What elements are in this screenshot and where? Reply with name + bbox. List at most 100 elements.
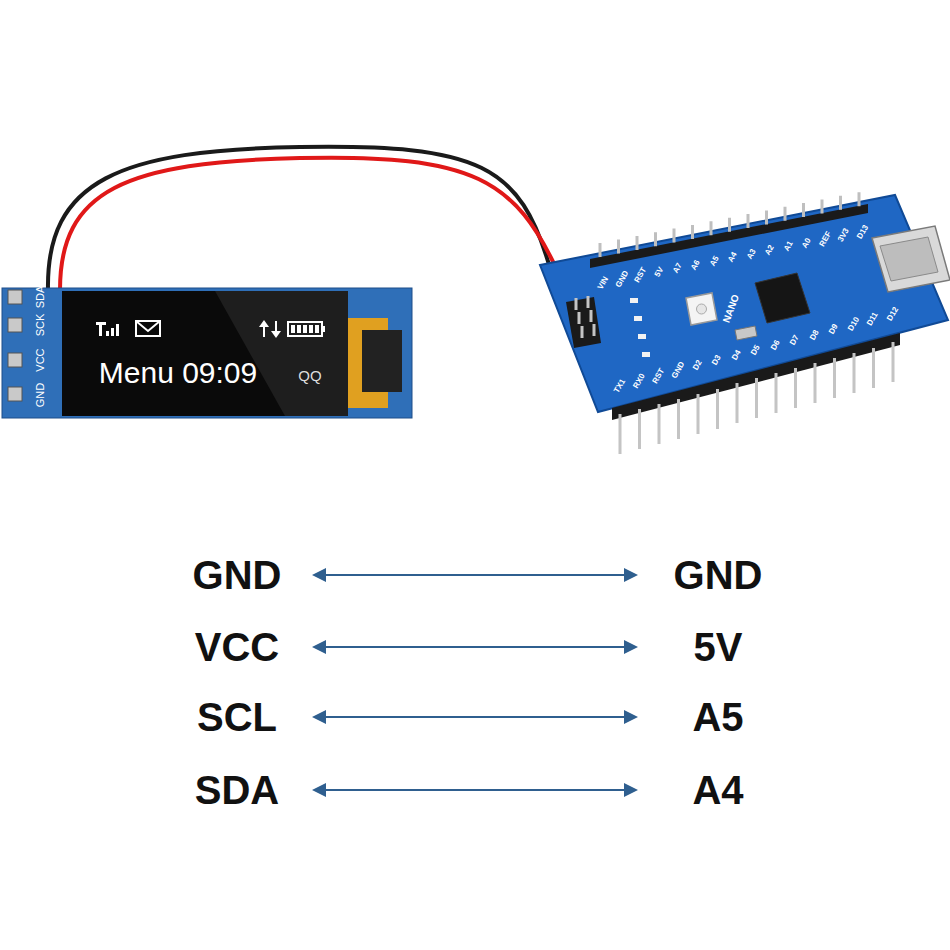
pin-label: D8 (809, 328, 822, 341)
pin-label: D3 (711, 354, 724, 367)
led (630, 298, 638, 303)
oled-pin-name: SDA (195, 768, 279, 812)
leds (630, 298, 650, 357)
envelope-icon (136, 321, 160, 331)
screen-icons (96, 320, 325, 338)
pin-label: GND (34, 383, 46, 407)
icsp-pins (576, 296, 594, 338)
arrowhead (312, 783, 326, 797)
microcontroller-chip (755, 273, 810, 323)
mini-usb (880, 237, 938, 281)
reset-button (697, 304, 707, 314)
nano-pin-name: A5 (692, 695, 743, 739)
pin-label: A0 (801, 236, 814, 249)
pin-label: A5 (709, 255, 722, 268)
oled-pin-name: GND (193, 553, 282, 597)
nano-pin-name: A4 (692, 768, 743, 812)
pin-label: D12 (886, 306, 901, 323)
battery-icon (303, 325, 307, 333)
arrowhead (624, 568, 638, 582)
battery-icon (291, 325, 295, 333)
arrowhead (312, 568, 326, 582)
icsp-header (566, 297, 601, 348)
header-pins (600, 192, 859, 257)
led (634, 316, 642, 321)
pin-label: 5V (653, 266, 666, 279)
pin-label: GND (614, 270, 631, 290)
signal-icon (116, 324, 119, 336)
pin-label: A1 (783, 240, 796, 253)
pin-label: D9 (828, 323, 841, 336)
pin-label: D5 (750, 344, 763, 357)
pin-label: D6 (770, 339, 783, 352)
crystal (735, 326, 757, 340)
header-pins (620, 342, 893, 454)
pin-label: RX0 (632, 372, 647, 390)
nano-pin-name: 5V (694, 625, 743, 669)
pin-label: SCK (34, 314, 46, 337)
pin-label: A6 (690, 258, 703, 271)
reset-button (686, 293, 717, 325)
oled-pcb (2, 288, 412, 418)
led (638, 334, 646, 339)
pin-label: D7 (789, 333, 802, 346)
up-arrow-icon (259, 320, 269, 327)
top-header (590, 204, 868, 268)
pin-label: REF (818, 230, 834, 248)
pin-label: D11 (866, 311, 881, 328)
pin (8, 290, 22, 304)
pin-label: D10 (847, 316, 862, 333)
double-arrow (324, 646, 626, 648)
oled-pin-name: VCC (195, 625, 279, 669)
battery-icon (315, 325, 319, 333)
double-arrow (324, 716, 626, 718)
battery-icon (309, 325, 313, 333)
oled-glass (62, 291, 348, 416)
pin-label: A2 (764, 244, 777, 257)
envelope-icon (136, 321, 160, 336)
screen-text: Menu 09:09 (99, 356, 257, 389)
arrowhead (624, 710, 638, 724)
red-wire (60, 158, 558, 290)
pin-label: A3 (746, 247, 759, 260)
battery-icon (297, 325, 301, 333)
arrowhead (312, 710, 326, 724)
led (642, 352, 650, 357)
pin-label: D13 (856, 224, 871, 241)
pin-label: RST (651, 367, 667, 385)
double-arrow (324, 789, 626, 791)
pin-label: TX1 (613, 378, 628, 395)
signal-icon (111, 328, 114, 336)
pin (8, 387, 22, 401)
pin-label: A7 (672, 262, 685, 275)
arrowhead (312, 640, 326, 654)
pin-label: 3V3 (837, 227, 852, 244)
down-arrow-icon (271, 331, 281, 338)
double-arrow (324, 574, 626, 576)
signal-icon (106, 331, 109, 336)
pin-label: SDA (34, 286, 46, 309)
arrowhead (624, 783, 638, 797)
flex-connector (362, 330, 402, 392)
pin (8, 353, 22, 367)
mini-usb (872, 226, 950, 292)
oled-pin-name: SCL (197, 695, 277, 739)
pin-label: A4 (727, 251, 740, 264)
oled-pins (8, 290, 22, 401)
pin-label: RST (633, 267, 649, 285)
pin-label: VCC (34, 348, 46, 371)
glass-reflection (215, 291, 348, 416)
double-arrows (312, 568, 638, 797)
pin-label: GND (670, 361, 687, 381)
pin-label: VIN (597, 275, 611, 291)
pin (8, 318, 22, 332)
screen-text: QQ (298, 368, 321, 385)
black-wire (48, 147, 550, 290)
nano-pin-name: GND (674, 553, 763, 597)
arrowhead (624, 640, 638, 654)
pin-label: D4 (731, 349, 744, 362)
signal-icon (99, 322, 102, 336)
